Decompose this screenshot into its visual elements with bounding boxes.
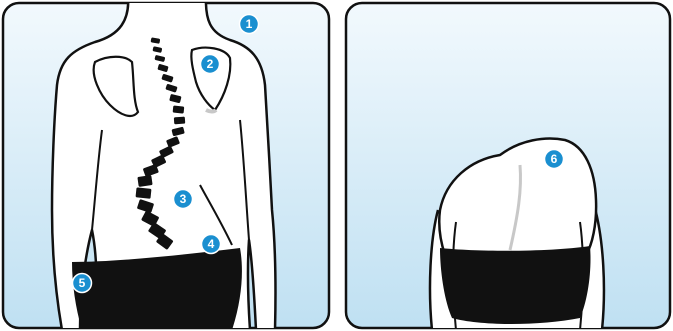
left-shoulder-blade	[92, 55, 140, 118]
marker-4-label: 4	[208, 237, 215, 251]
marker-2: 2	[199, 53, 221, 75]
right-arm-line	[239, 119, 250, 241]
marker-1: 1	[238, 13, 260, 35]
vertebra	[137, 199, 154, 213]
marker-6: 6	[543, 148, 565, 170]
vertebra	[159, 145, 174, 158]
marker-2-label: 2	[207, 57, 214, 71]
left-arm-line	[91, 129, 103, 231]
vertebra	[165, 83, 178, 93]
garment	[72, 248, 242, 328]
vertebra	[161, 73, 174, 83]
blade-shading	[205, 108, 218, 114]
waist-crease	[199, 184, 233, 246]
marker-5-label: 5	[79, 276, 86, 290]
bend-garment	[440, 246, 591, 324]
vertebra	[152, 46, 163, 53]
back-view-panel: 1 2 3 4 5	[1, 1, 331, 330]
vertebra	[143, 164, 159, 177]
spine-shading	[508, 164, 522, 251]
vertebra	[137, 175, 153, 187]
marker-5: 5	[71, 272, 93, 294]
vertebra	[154, 55, 166, 62]
vertebra	[157, 64, 169, 72]
forward-bend-panel: 6	[344, 1, 672, 330]
curved-spine	[135, 37, 186, 250]
vertebra	[135, 187, 152, 199]
marker-1-label: 1	[246, 17, 253, 31]
vertebra	[166, 136, 180, 148]
vertebra	[156, 233, 174, 250]
vertebra	[169, 94, 182, 104]
marker-3-label: 3	[180, 192, 187, 206]
marker-3: 3	[172, 188, 194, 210]
marker-4: 4	[200, 233, 222, 255]
marker-6-label: 6	[551, 152, 558, 166]
vertebra	[172, 105, 185, 114]
vertebra	[173, 116, 186, 125]
vertebra	[150, 37, 161, 44]
vertebra	[171, 126, 185, 137]
